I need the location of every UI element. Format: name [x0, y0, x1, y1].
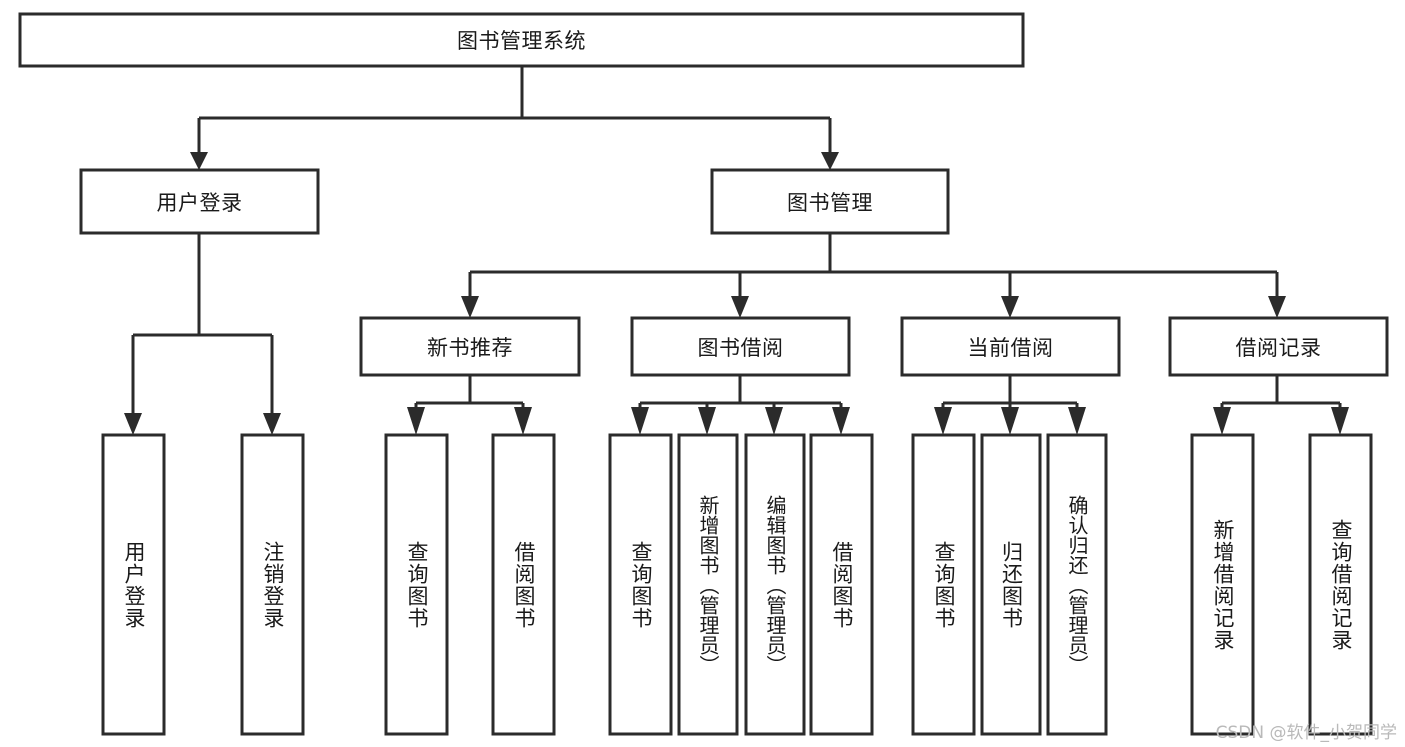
arrowhead-leaf-add-record: [1213, 407, 1231, 435]
node-root[interactable]: [18, 12, 1025, 68]
arrowhead-leaf-confirm-return: [1068, 407, 1086, 435]
connector-group-new-book-recommend: [407, 375, 532, 435]
connector-group-current-borrow: [934, 375, 1086, 435]
arrowhead-leaf-add-book: [698, 407, 716, 435]
connector-group-root: [190, 66, 839, 170]
node-leaf-user-login[interactable]: [101, 433, 166, 736]
connector-group-borrow-record: [1213, 375, 1349, 435]
node-leaf-query-book-1[interactable]: [384, 433, 449, 736]
node-leaf-query-record[interactable]: [1308, 433, 1373, 736]
node-leaf-return-book[interactable]: [980, 433, 1042, 736]
node-leaf-confirm-return[interactable]: [1046, 433, 1108, 736]
arrowhead-current-borrow: [1001, 296, 1019, 318]
arrowhead-leaf-query-book-1: [407, 407, 425, 435]
node-leaf-add-book[interactable]: [677, 433, 739, 736]
node-book-borrow[interactable]: [630, 316, 851, 377]
node-leaf-add-record[interactable]: [1190, 433, 1255, 736]
connector-group-book-management: [461, 233, 1286, 318]
arrowhead-leaf-query-record: [1331, 407, 1349, 435]
arrowhead-leaf-user-logout: [263, 413, 281, 435]
arrowhead-leaf-borrow-book-2: [832, 407, 850, 435]
arrowhead-new-book-recommend: [461, 296, 479, 318]
arrowhead-leaf-borrow-book-1: [514, 407, 532, 435]
connector-group-user-login: [124, 233, 281, 435]
arrowhead-leaf-query-book-3: [934, 407, 952, 435]
node-leaf-user-logout[interactable]: [240, 433, 305, 736]
node-leaf-edit-book[interactable]: [744, 433, 806, 736]
arrowhead-book-management: [821, 152, 839, 170]
node-user-login[interactable]: [79, 168, 320, 235]
node-borrow-record[interactable]: [1168, 316, 1389, 377]
node-book-management[interactable]: [710, 168, 950, 235]
arrowhead-leaf-edit-book: [765, 407, 783, 435]
arrowhead-leaf-query-book-2: [631, 407, 649, 435]
arrowhead-borrow-record: [1268, 296, 1286, 318]
connector-group-book-borrow: [631, 375, 850, 435]
node-current-borrow[interactable]: [900, 316, 1121, 377]
arrowhead-leaf-user-login: [124, 413, 142, 435]
node-leaf-query-book-2[interactable]: [608, 433, 673, 736]
node-leaf-borrow-book-1[interactable]: [491, 433, 556, 736]
arrowhead-leaf-return-book: [1001, 407, 1019, 435]
node-leaf-borrow-book-2[interactable]: [809, 433, 874, 736]
node-new-book-recommend[interactable]: [359, 316, 581, 377]
node-leaf-query-book-3[interactable]: [911, 433, 976, 736]
arrowhead-user-login: [190, 152, 208, 170]
arrowhead-book-borrow: [731, 296, 749, 318]
